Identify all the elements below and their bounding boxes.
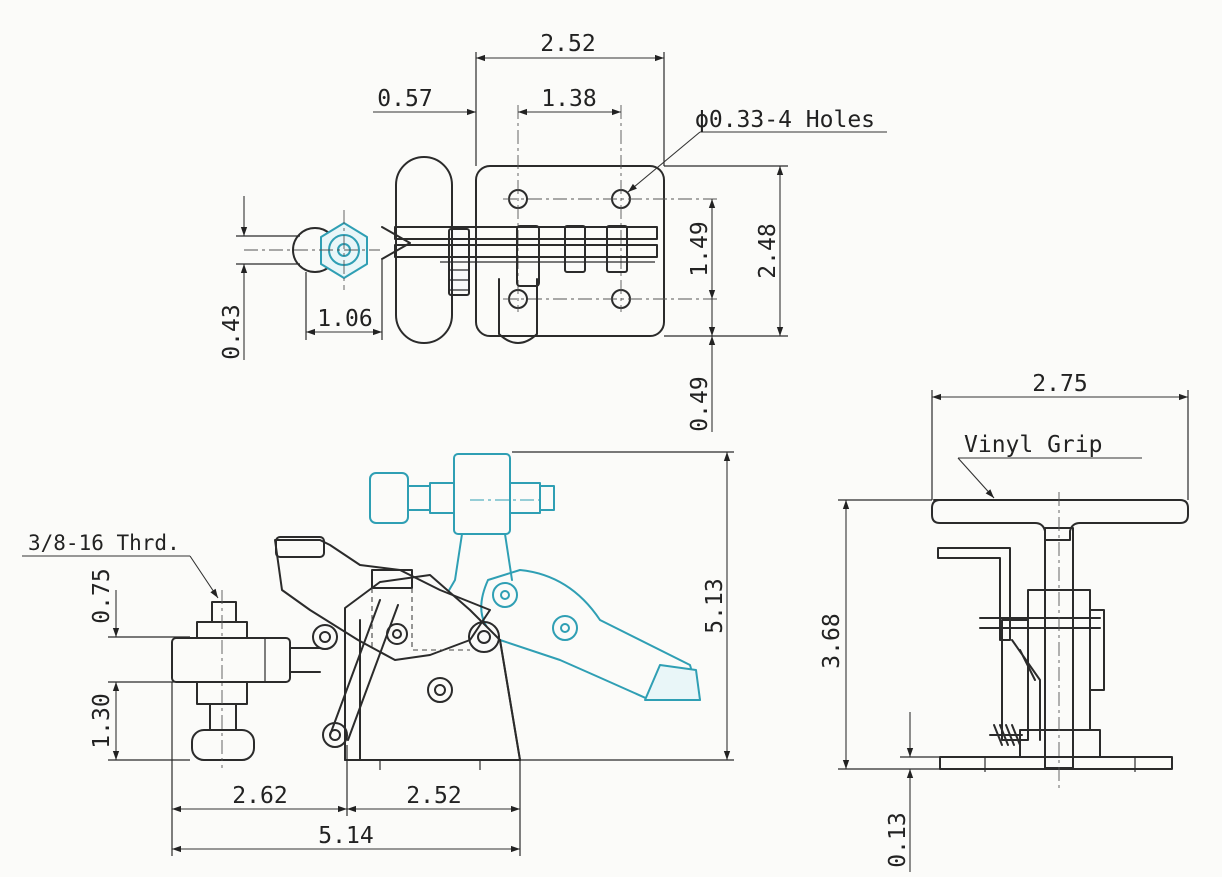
dim-total-length: 5.14 [318, 823, 373, 849]
dim-lower-height: 1.30 [89, 693, 115, 748]
dim-hole-pitch: 1.49 [687, 221, 713, 276]
side-view: 3/8-16 Thrd. 0.75 1.30 5.13 2.62 2.52 5.… [22, 451, 734, 856]
spring [989, 724, 1023, 746]
dim-open-height: 5.13 [702, 578, 728, 633]
dim-front-length: 2.62 [232, 783, 287, 809]
end-view: 2.75 Vinyl Grip 3.68 0.13 [819, 371, 1189, 872]
grip-note: Vinyl Grip [964, 432, 1102, 458]
dim-edge-offset: 0.49 [687, 376, 713, 431]
holes-note: ϕ0.33-4 Holes [695, 107, 875, 133]
dim-top-offset: 0.57 [377, 86, 432, 112]
dim-base-thickness: 0.13 [885, 812, 911, 867]
top-view: 2.52 0.57 1.38 ϕ0.33-4 Holes 1.49 2.48 0… [219, 31, 887, 432]
dim-hole-spacing: 1.38 [541, 86, 596, 112]
thread-note: 3/8-16 Thrd. [28, 531, 180, 555]
dim-end-height: 3.68 [819, 613, 845, 668]
mounting-holes [503, 105, 720, 312]
dim-base-width: 2.48 [755, 223, 781, 278]
dim-spindle-length: 1.06 [317, 306, 372, 332]
dim-upper-height: 0.75 [89, 568, 115, 623]
dim-spindle-offset: 0.43 [219, 304, 245, 359]
dim-grip-width: 2.75 [1032, 371, 1087, 397]
dim-rear-length: 2.52 [406, 783, 461, 809]
open-position-outline [369, 453, 701, 701]
dim-top-overall: 2.52 [540, 31, 595, 57]
